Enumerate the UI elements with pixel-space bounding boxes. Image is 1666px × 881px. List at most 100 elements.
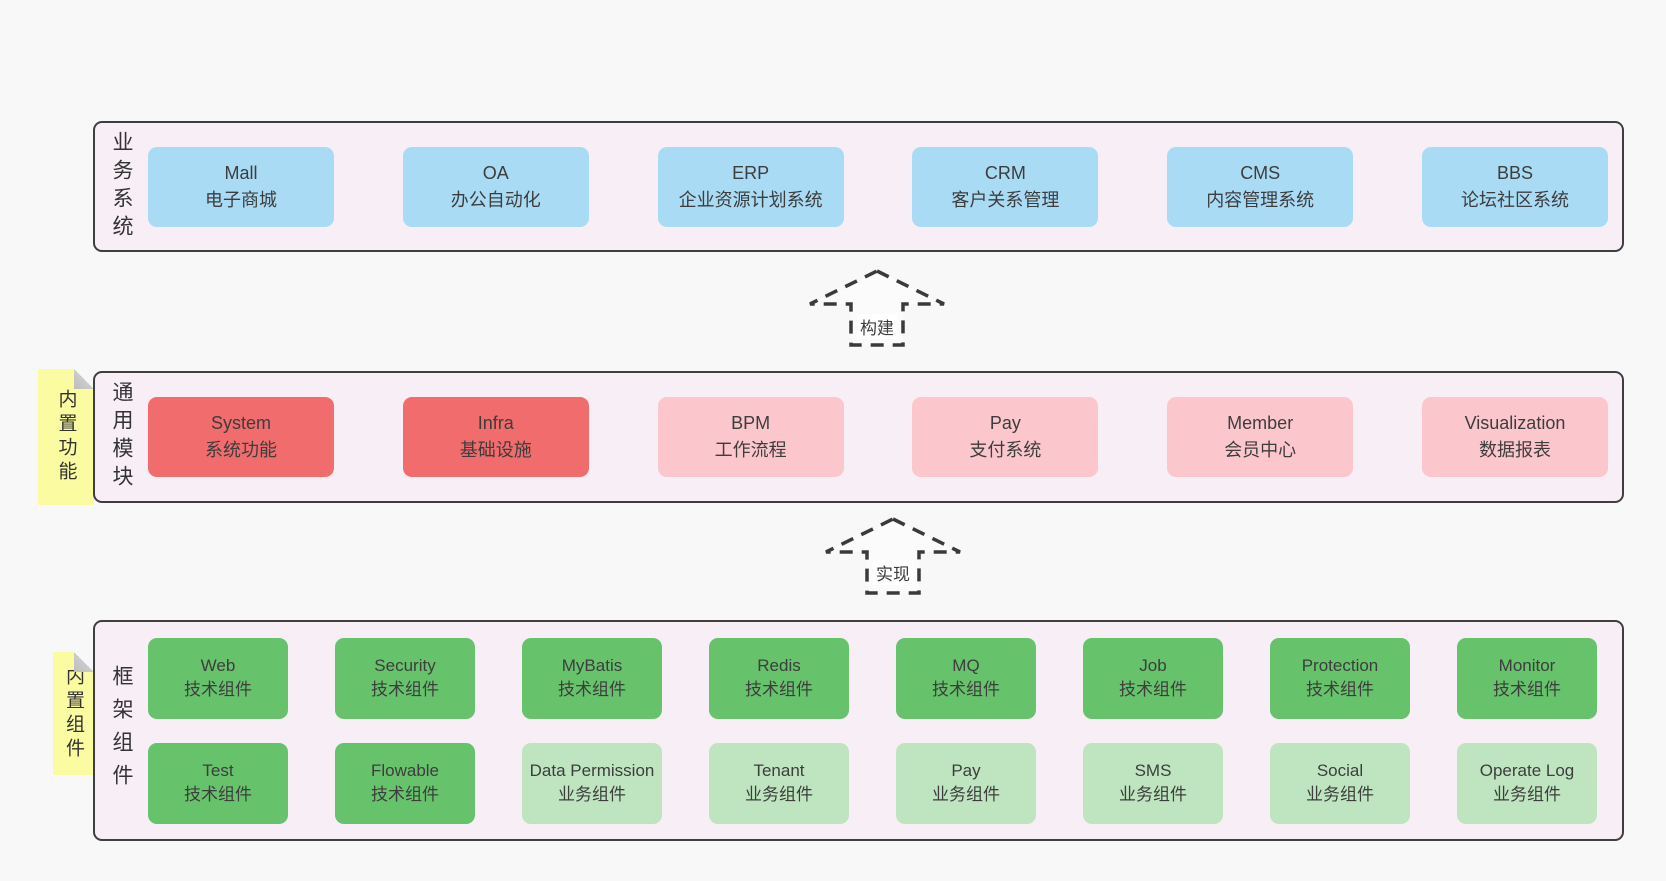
box-mq-desc: 技术组件 — [932, 680, 1000, 699]
box-mall-name: Mall — [224, 162, 258, 183]
box-security-desc: 技术组件 — [371, 680, 439, 699]
box-infra-desc: 基础设施 — [459, 440, 532, 460]
box-oa: OA 办公自动化 — [402, 146, 589, 227]
box-pay-name: Pay — [989, 413, 1021, 433]
box-visualization-desc: 数据报表 — [1478, 440, 1551, 460]
box-pay-desc: 支付系统 — [969, 440, 1042, 460]
box-test: Test 技术组件 — [148, 742, 288, 824]
box-operate-log-desc: 业务组件 — [1493, 785, 1561, 804]
box-member-name: Member — [1227, 413, 1294, 433]
box-tenant-name: Tenant — [753, 761, 805, 780]
box-security: Security 技术组件 — [335, 637, 475, 719]
box-mall-desc: 电子商城 — [205, 189, 277, 210]
arrow-implement-label: 实现 — [873, 560, 913, 585]
box-data-permission-desc: 业务组件 — [558, 785, 626, 804]
box-sms-desc: 业务组件 — [1119, 785, 1187, 804]
arrow-build: 构建 — [807, 268, 947, 348]
box-mq: MQ 技术组件 — [896, 637, 1036, 719]
box-bbs-desc: 论坛社区系统 — [1460, 189, 1569, 210]
box-member-desc: 会员中心 — [1224, 440, 1297, 460]
box-flowable-name: Flowable — [370, 761, 440, 780]
box-visualization-name: Visualization — [1464, 413, 1566, 433]
box-crm-name: CRM — [984, 162, 1026, 183]
layer-label-framework-components: 框架组件 — [110, 664, 133, 797]
note-built-in-components-text: 内置组件 — [63, 665, 84, 762]
up-arrow-icon — [809, 269, 945, 347]
box-web-desc: 技术组件 — [184, 680, 252, 699]
panel-business-systems: 业务系统 Mall 电子商城 OA 办公自动化 ERP 企业资源计划系统 CRM… — [93, 121, 1624, 252]
box-visualization: Visualization 数据报表 — [1421, 397, 1608, 477]
box-cms-name: CMS — [1240, 162, 1281, 183]
box-system-desc: 系统功能 — [205, 440, 277, 460]
box-social: Social 业务组件 — [1270, 742, 1410, 824]
box-cms: CMS 内容管理系统 — [1167, 146, 1354, 227]
framework-row-2: Test 技术组件 Flowable 技术组件 Data Permission … — [148, 742, 1597, 824]
note-built-in-features-text: 内置功能 — [55, 389, 77, 485]
box-web-name: Web — [200, 656, 236, 675]
box-pay-biz-desc: 业务组件 — [932, 785, 1000, 804]
up-arrow-outline — [825, 517, 961, 595]
box-infra-name: Infra — [477, 413, 514, 433]
box-protection-name: Protection — [1301, 656, 1379, 675]
box-test-desc: 技术组件 — [184, 785, 252, 804]
up-arrow-icon — [825, 517, 961, 595]
box-cms-desc: 内容管理系统 — [1206, 189, 1315, 210]
box-erp-name: ERP — [732, 162, 770, 183]
panel-common-modules: 通用模块 System 系统功能 Infra 基础设施 BPM 工作流程 Pay… — [93, 371, 1624, 503]
box-redis-name: Redis — [757, 656, 801, 675]
box-monitor-desc: 技术组件 — [1493, 680, 1561, 699]
box-crm-desc: 客户关系管理 — [951, 189, 1060, 210]
box-oa-desc: 办公自动化 — [450, 189, 541, 210]
box-social-name: Social — [1316, 761, 1364, 780]
box-tenant-desc: 业务组件 — [745, 785, 813, 804]
box-infra: Infra 基础设施 — [402, 397, 589, 477]
business-systems-row: Mall 电子商城 OA 办公自动化 ERP 企业资源计划系统 CRM 客户关系… — [148, 123, 1608, 250]
box-oa-name: OA — [482, 162, 509, 183]
note-built-in-features: 内置功能 — [38, 369, 94, 505]
box-test-name: Test — [202, 761, 234, 780]
box-member: Member 会员中心 — [1167, 397, 1354, 477]
box-erp: ERP 企业资源计划系统 — [657, 146, 844, 227]
box-protection: Protection 技术组件 — [1270, 637, 1410, 719]
box-sms: SMS 业务组件 — [1083, 742, 1223, 824]
box-bpm: BPM 工作流程 — [657, 397, 844, 477]
box-bbs-name: BBS — [1496, 162, 1533, 183]
box-flowable: Flowable 技术组件 — [335, 742, 475, 824]
arrow-build-label: 构建 — [857, 314, 897, 339]
layer-label-business-systems: 业务系统 — [110, 130, 133, 243]
box-erp-desc: 企业资源计划系统 — [678, 189, 823, 210]
arrow-implement: 实现 — [823, 514, 963, 598]
box-pay-biz-name: Pay — [951, 761, 981, 780]
box-bpm-desc: 工作流程 — [714, 440, 787, 460]
box-pay-biz: Pay 业务组件 — [896, 742, 1036, 824]
framework-components-grid: Web 技术组件 Security 技术组件 MyBatis 技术组件 Redi… — [148, 622, 1597, 839]
box-system: System 系统功能 — [148, 397, 334, 477]
box-data-permission-name: Data Permission — [529, 761, 655, 780]
box-bpm-name: BPM — [731, 413, 771, 433]
box-monitor: Monitor 技术组件 — [1457, 637, 1597, 719]
box-redis: Redis 技术组件 — [709, 637, 849, 719]
box-monitor-name: Monitor — [1498, 656, 1556, 675]
box-bbs: BBS 论坛社区系统 — [1421, 146, 1608, 227]
box-sms-name: SMS — [1134, 761, 1172, 780]
box-redis-desc: 技术组件 — [745, 680, 813, 699]
common-modules-row: System 系统功能 Infra 基础设施 BPM 工作流程 Pay 支付系统… — [148, 373, 1608, 501]
box-mybatis-name: MyBatis — [561, 656, 623, 675]
box-web: Web 技术组件 — [148, 637, 288, 719]
box-data-permission: Data Permission 业务组件 — [522, 742, 662, 824]
box-job: Job 技术组件 — [1083, 637, 1223, 719]
box-job-name: Job — [1139, 656, 1167, 675]
box-social-desc: 业务组件 — [1306, 785, 1374, 804]
up-arrow-outline — [809, 269, 945, 347]
box-mall: Mall 电子商城 — [148, 146, 334, 227]
layer-label-common-modules: 通用模块 — [110, 381, 133, 493]
framework-row-1: Web 技术组件 Security 技术组件 MyBatis 技术组件 Redi… — [148, 637, 1597, 719]
box-job-desc: 技术组件 — [1119, 680, 1187, 699]
box-operate-log: Operate Log 业务组件 — [1457, 742, 1597, 824]
box-system-name: System — [210, 413, 271, 433]
box-pay: Pay 支付系统 — [912, 397, 1099, 477]
box-protection-desc: 技术组件 — [1306, 680, 1374, 699]
box-mq-name: MQ — [952, 656, 980, 675]
box-crm: CRM 客户关系管理 — [912, 146, 1099, 227]
box-security-name: Security — [374, 656, 436, 675]
